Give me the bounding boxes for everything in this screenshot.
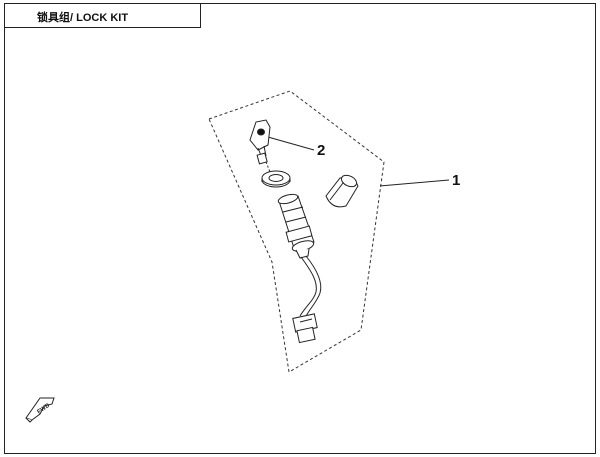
callout-label-2: 2 bbox=[317, 142, 326, 159]
title-box-border bbox=[4, 3, 201, 28]
kit-dashed-outline bbox=[208, 90, 385, 373]
cap-cover-part bbox=[325, 174, 359, 208]
leader-line-2 bbox=[267, 136, 315, 151]
page-title: 锁具组/ LOCK KIT bbox=[37, 12, 129, 24]
lock-cylinder-part bbox=[277, 193, 315, 259]
connector-plug bbox=[292, 313, 318, 344]
page-border bbox=[4, 3, 596, 454]
ring-nut-part bbox=[261, 170, 291, 188]
callout-label-1: 1 bbox=[452, 172, 461, 189]
title-box: 锁具组/ LOCK KIT bbox=[5, 3, 201, 27]
key-bracket-part bbox=[249, 119, 271, 173]
leader-line-1 bbox=[379, 179, 450, 187]
wiring-harness bbox=[299, 255, 322, 319]
fwd-arrow-icon: FWD bbox=[25, 397, 55, 423]
